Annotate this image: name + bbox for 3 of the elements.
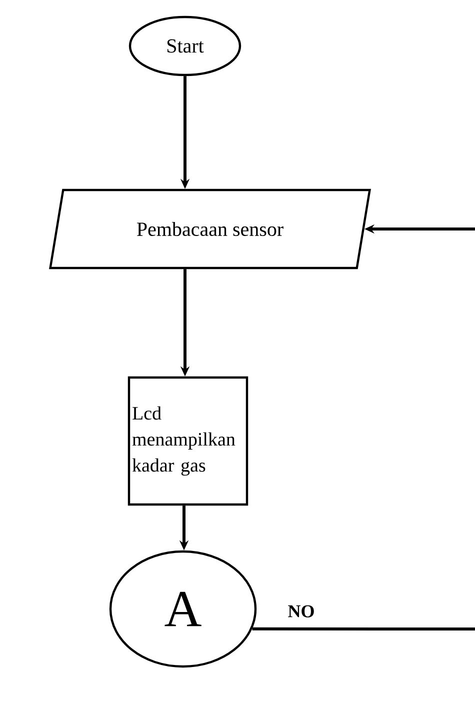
input-parallelogram: Pembacaan sensor — [49, 188, 372, 270]
edge-label: NO — [288, 605, 314, 618]
process-box: Lcd menampilkan kadar gas — [128, 376, 248, 506]
